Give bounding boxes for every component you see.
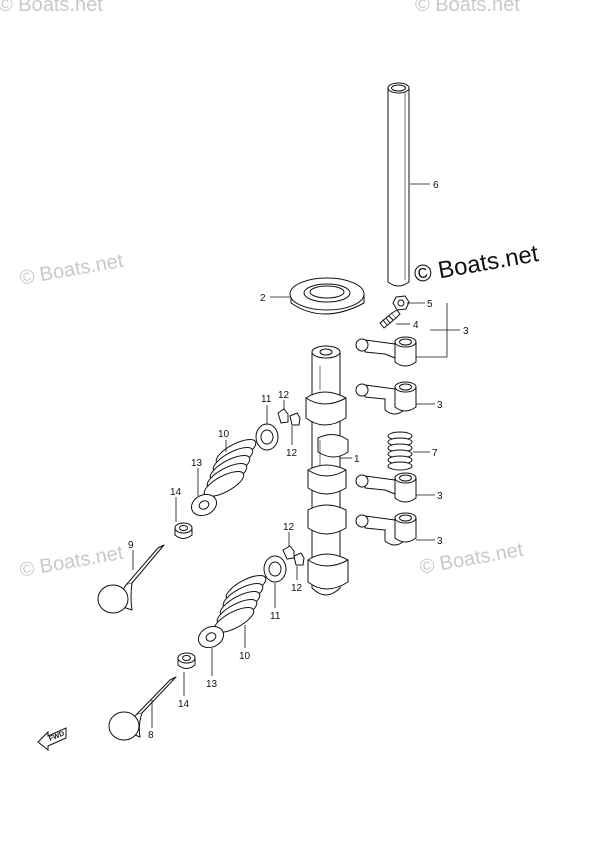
part-valve-spring-lower: [213, 574, 267, 634]
part-rocker-arm-1: [355, 336, 417, 367]
watermark-top-right: © Boats.net: [415, 0, 520, 16]
callout-12-lower-a: 12: [283, 522, 295, 533]
callout-3-third: 3: [437, 491, 443, 502]
part-rocker-arm-3: [355, 472, 417, 503]
part-oil-seal: [289, 277, 365, 315]
part-valve-seal-upper: [174, 522, 193, 539]
callout-1: 1: [354, 454, 360, 465]
callout-2: 2: [260, 293, 266, 304]
leader-lines: [132, 183, 460, 728]
callout-13-lower: 13: [206, 679, 218, 690]
part-adjust-screw: [379, 309, 401, 329]
callout-9: 9: [128, 540, 134, 551]
part-nut: [392, 295, 410, 311]
callout-10-lower: 10: [239, 651, 251, 662]
part-rocker-arm-4: [355, 512, 417, 546]
part-valve-lower: [108, 676, 177, 741]
part-valve-keepers-upper: [277, 408, 301, 426]
callout-8: 8: [148, 730, 154, 741]
callout-12-upper-b: 12: [286, 448, 298, 459]
part-valve-retainer-lower: [263, 555, 287, 583]
part-valve-retainer-upper: [255, 423, 279, 451]
callout-13-upper: 13: [191, 458, 203, 469]
callout-11-lower: 11: [270, 611, 281, 622]
part-tube: [387, 82, 410, 287]
callout-7: 7: [432, 448, 438, 459]
part-valve-upper: [97, 544, 165, 614]
forward-arrow-icon: FWD: [37, 727, 67, 752]
part-washer-lower: [197, 625, 225, 649]
callout-3-bottom: 3: [437, 536, 443, 547]
callout-12-upper-a: 12: [278, 390, 290, 401]
callout-14-upper: 14: [170, 487, 182, 498]
callout-3-second: 3: [437, 400, 443, 411]
callout-numbers: 6 2 5 4 3 3 7 3 3 1 12 12 11 10 13 14 9 …: [128, 180, 469, 741]
part-rocker-spring: [387, 431, 413, 471]
callout-3-top: 3: [463, 326, 469, 337]
part-camshaft: [305, 345, 349, 596]
part-washer-upper: [190, 493, 218, 517]
callout-10-upper: 10: [218, 429, 230, 440]
callout-14-lower: 14: [178, 699, 190, 710]
watermark-top-left: © Boats.net: [0, 0, 103, 16]
callout-11-upper: 11: [261, 394, 272, 405]
callout-5: 5: [427, 299, 433, 310]
part-rocker-arm-2: [355, 381, 417, 415]
part-valve-seal-lower: [177, 652, 196, 669]
callout-12-lower-b: 12: [291, 583, 303, 594]
callout-6: 6: [433, 180, 439, 191]
part-valve-keepers-lower: [282, 545, 305, 566]
part-valve-spring-upper: [203, 438, 257, 498]
callout-4: 4: [413, 320, 419, 331]
